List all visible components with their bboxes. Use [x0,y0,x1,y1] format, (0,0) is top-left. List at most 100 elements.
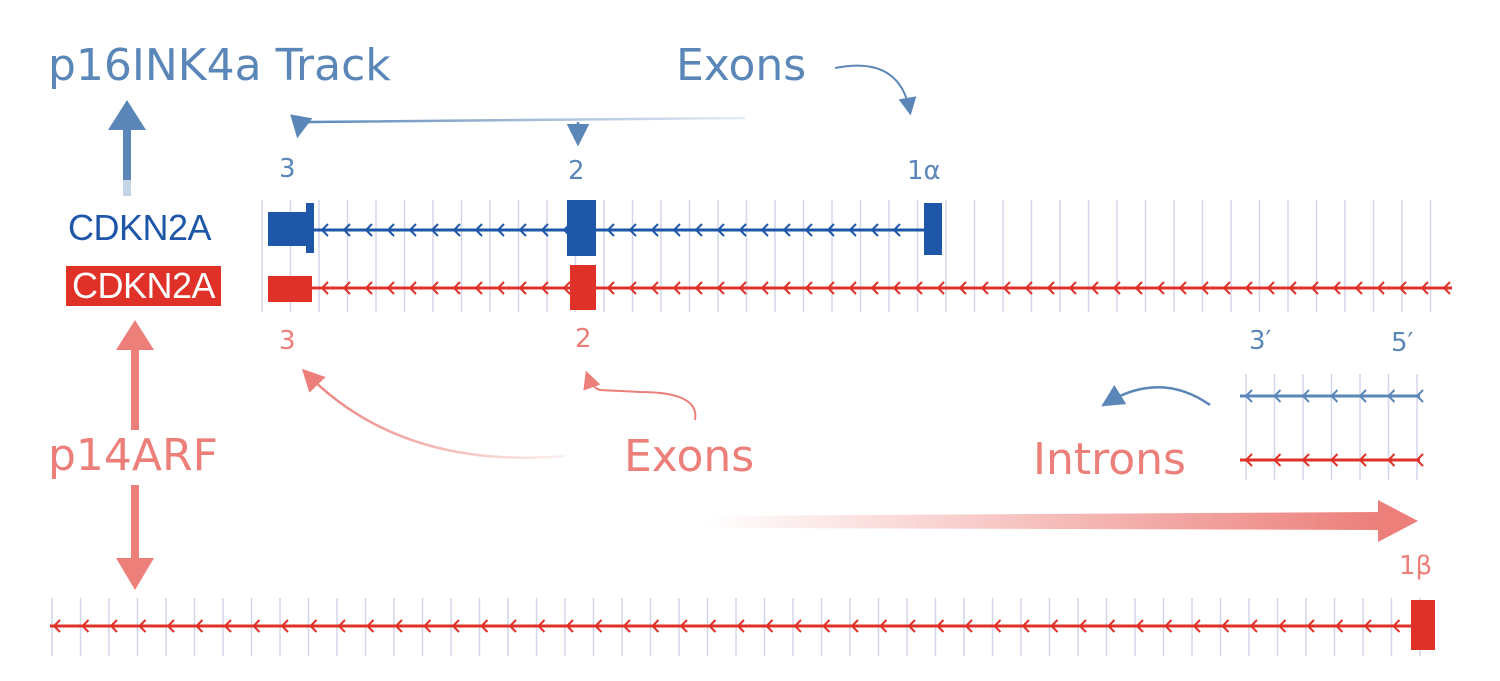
strand-chevron [980,281,989,295]
strand-chevron [694,281,703,295]
strand-chevron [1024,281,1033,295]
strand-chevron [1050,619,1059,633]
strand-chevron [936,281,945,295]
strand-chevron [408,281,417,295]
strand-chevron [1354,281,1363,295]
strand-chevron [518,281,527,295]
strand-chevron [1156,281,1165,295]
strand-chevron [452,281,461,295]
strand-5-prime: 5′ [1391,328,1414,358]
strand-chevron [1330,453,1339,467]
strand-chevron [1135,619,1144,633]
strand-chevron [936,619,945,633]
strand-chevron [1164,619,1173,633]
strand-chevron [1078,619,1087,633]
strand-chevron [1249,619,1258,633]
strand-chevron [1068,281,1077,295]
strand-chevron [1134,281,1143,295]
blue-exon-number-3: 3 [279,154,296,184]
strand-chevron [914,281,923,295]
exons-bottom-label: Exons [624,431,755,482]
strand-chevron [1301,453,1310,467]
strand-chevron [565,619,574,633]
strand-chevron [1221,619,1230,633]
strand-chevron [1222,281,1231,295]
intron-panel-red-chevrons [1244,453,1424,467]
exon-1b-long-arrow [705,500,1418,542]
strand-chevron [708,619,717,633]
strand-chevron [826,223,835,237]
strand-chevron [252,619,261,633]
red-exon-number-2: 2 [575,324,592,354]
p14-double-arrow [116,320,154,590]
strand-chevron [822,619,831,633]
strand-chevron [892,281,901,295]
strand-chevron [1301,389,1310,403]
strand-chevron [430,223,439,237]
introns-label: Introns [1033,434,1186,485]
p14arf-label: p14ARF [48,430,218,481]
strand-chevron [606,223,615,237]
strand-chevron [1288,281,1297,295]
exons-top-label: Exons [676,40,807,91]
strand-chevron [782,281,791,295]
strand-chevron [81,619,90,633]
strand-chevron [738,281,747,295]
strand-3-prime: 3′ [1249,326,1272,356]
strand-chevron [594,619,603,633]
strand-chevron [366,619,375,633]
strand-chevron [320,281,329,295]
strand-chevron [826,281,835,295]
strand-chevron [1358,453,1367,467]
strand-chevron [223,619,232,633]
strand-chevron [480,619,489,633]
strand-chevron [993,619,1002,633]
strand-chevron [628,223,637,237]
strand-chevron [793,619,802,633]
strand-chevron [451,619,460,633]
strand-chevron [474,223,483,237]
strand-chevron [870,281,879,295]
strand-chevron [342,223,351,237]
strand-chevron [109,619,118,633]
blue-exon-number-2: 2 [568,156,585,186]
strand-chevron [870,223,879,237]
strand-chevron [195,619,204,633]
strand-chevron [782,223,791,237]
blue-strand-chevrons [320,223,901,237]
strand-chevron [1021,619,1030,633]
strand-chevron [1332,281,1341,295]
strand-chevron [1192,619,1201,633]
strand-chevron [650,223,659,237]
p16-track-title: p16INK4a Track [48,40,391,91]
strand-chevron [848,223,857,237]
strand-chevron [716,281,725,295]
exon-1b [1411,600,1435,650]
strand-chevron [496,223,505,237]
introns-curved-arrow [1101,384,1211,407]
strand-chevron [804,223,813,237]
strand-chevron [804,281,813,295]
strand-chevron [1112,281,1121,295]
strand-chevron [423,619,432,633]
strand-chevron [850,619,859,633]
strand-chevron [1358,389,1367,403]
strand-chevron [760,223,769,237]
strand-chevron [1392,619,1401,633]
strand-chevron [738,223,747,237]
strand-chevron [760,281,769,295]
strand-chevron [958,281,967,295]
gene-tracks [50,200,1452,650]
strand-chevron [1244,389,1253,403]
strand-chevron [892,223,901,237]
strand-chevron [518,223,527,237]
gene-label-red: CDKN2A [66,266,222,306]
strand-chevron [364,223,373,237]
strand-chevron [848,281,857,295]
exon-2-red-curved-arrow [583,370,697,421]
strand-chevron [52,619,61,633]
strand-chevron [1442,281,1451,295]
strand-chevron [1107,619,1116,633]
